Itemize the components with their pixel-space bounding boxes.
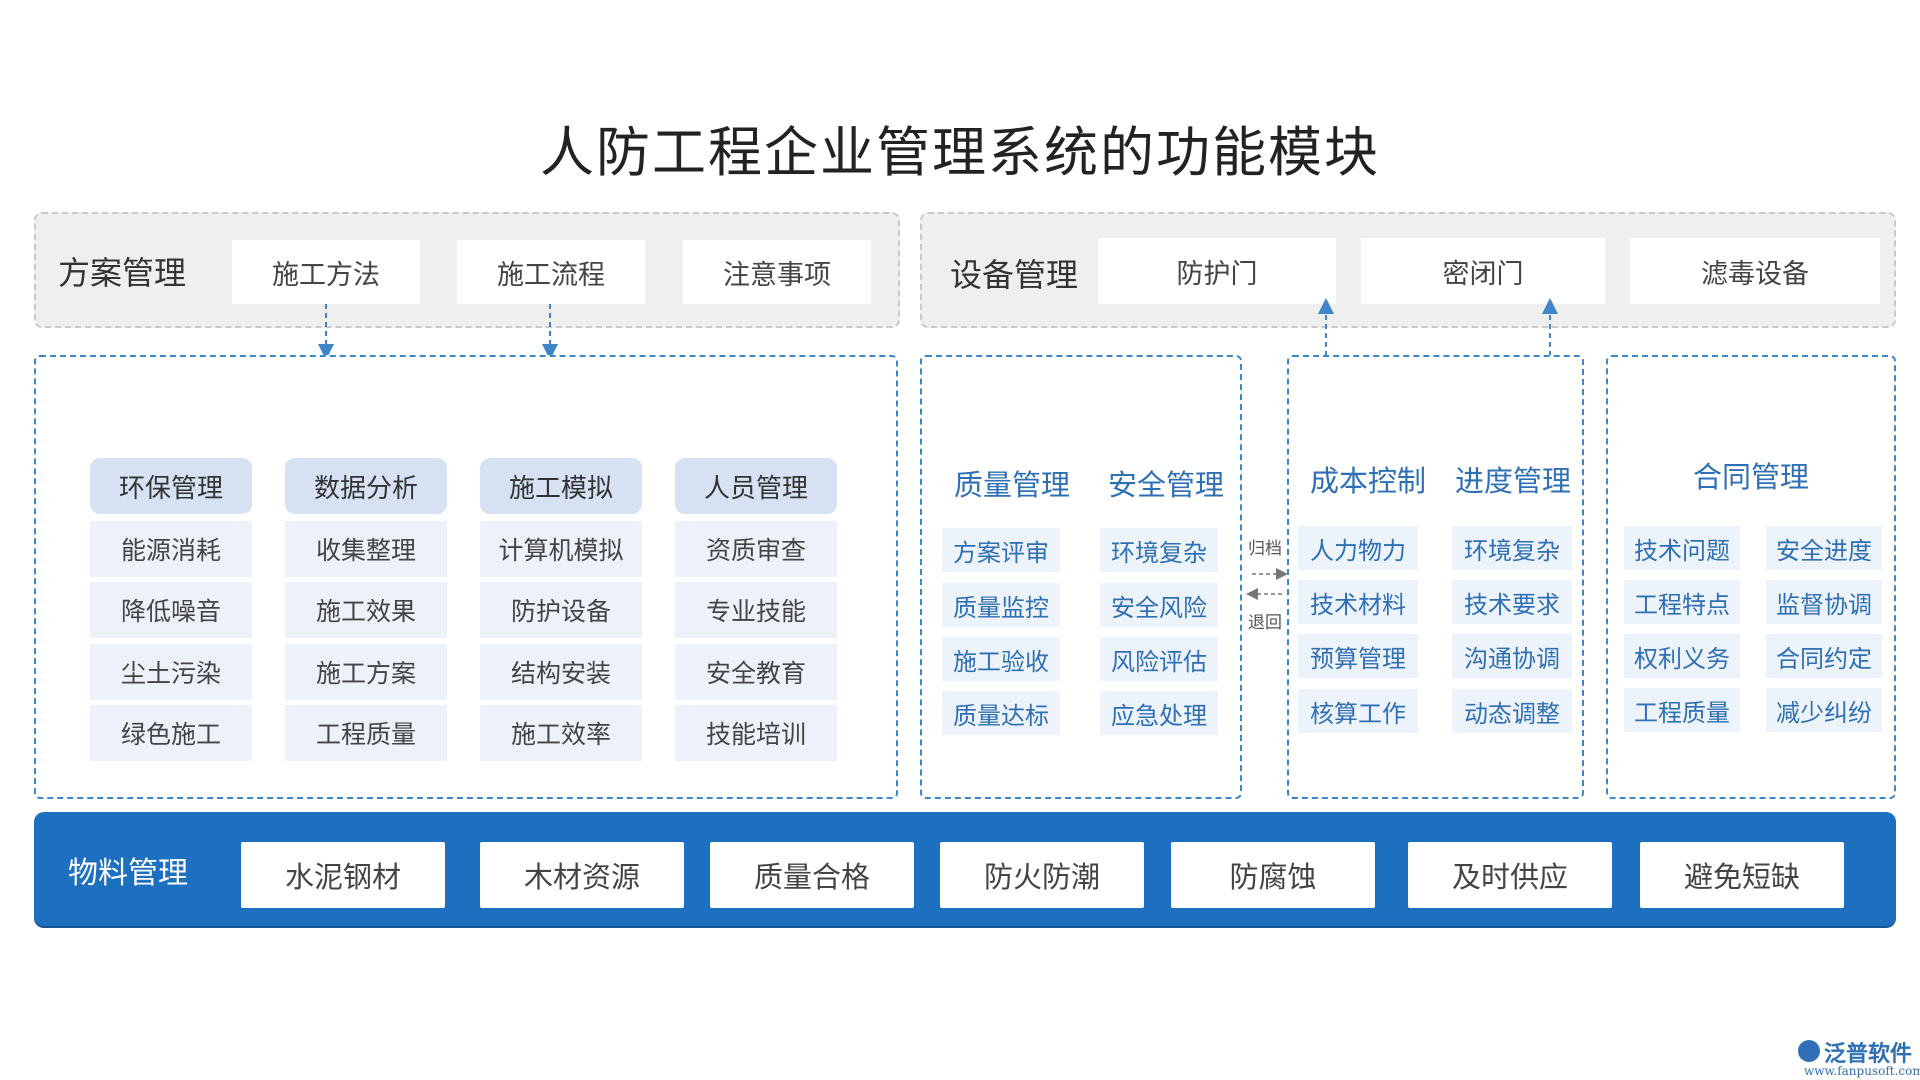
module-header: 人员管理	[675, 458, 837, 514]
archive-label: 归档	[1248, 539, 1282, 559]
contract-block	[1606, 355, 1896, 799]
module-item: 施工效果	[285, 582, 447, 638]
module-item: 防护设备	[480, 582, 642, 638]
sub-item: 安全风险	[1100, 583, 1218, 627]
quality-title: 质量管理	[953, 468, 1070, 502]
equipment-item: 滤毒设备	[1630, 238, 1880, 304]
contract-item: 合同约定	[1766, 634, 1882, 678]
contract-item: 技术问题	[1624, 526, 1740, 570]
page-title: 人防工程企业管理系统的功能模块	[540, 121, 1380, 184]
contract-item: 工程特点	[1624, 580, 1740, 624]
return-label: 退回	[1248, 613, 1282, 633]
sub-item: 核算工作	[1298, 689, 1418, 733]
module-item: 降低噪音	[90, 582, 252, 638]
logo-icon	[1798, 1040, 1820, 1062]
contract-item: 权利义务	[1624, 634, 1740, 678]
equipment-label: 设备管理	[950, 256, 1079, 294]
module-item: 工程质量	[285, 705, 447, 761]
module-item: 结构安装	[480, 644, 642, 700]
sub-item: 质量监控	[942, 583, 1060, 627]
material-item: 防火防潮	[940, 842, 1144, 908]
material-item: 避免短缺	[1640, 842, 1844, 908]
material-item: 木材资源	[480, 842, 684, 908]
module-item: 安全教育	[675, 644, 837, 700]
plan-item: 注意事项	[683, 240, 871, 304]
sub-item: 沟通协调	[1452, 634, 1572, 678]
sub-item: 应急处理	[1100, 691, 1218, 735]
logo-url: www.fanpusoft.com	[1804, 1064, 1920, 1078]
module-header: 数据分析	[285, 458, 447, 514]
module-item: 施工方案	[285, 644, 447, 700]
module-item: 技能培训	[675, 705, 837, 761]
module-item: 绿色施工	[90, 705, 252, 761]
contract-item: 监督协调	[1766, 580, 1882, 624]
module-header: 施工模拟	[480, 458, 642, 514]
sub-item: 方案评审	[942, 528, 1060, 572]
material-item: 质量合格	[710, 842, 914, 908]
logo: 泛普软件 www.fanpusoft.com	[1796, 1036, 1920, 1080]
module-item: 尘土污染	[90, 644, 252, 700]
module-header: 环保管理	[90, 458, 252, 514]
contract-item: 安全进度	[1766, 526, 1882, 570]
contract-item: 工程质量	[1624, 688, 1740, 732]
module-item: 计算机模拟	[480, 521, 642, 577]
module-item: 施工效率	[480, 705, 642, 761]
module-item: 能源消耗	[90, 521, 252, 577]
equipment-item: 防护门	[1098, 238, 1336, 304]
sub-item: 施工验收	[942, 637, 1060, 681]
sub-item: 风险评估	[1100, 637, 1218, 681]
safety-title: 安全管理	[1107, 468, 1224, 502]
sub-item: 环境复杂	[1452, 526, 1572, 570]
sub-item: 环境复杂	[1100, 528, 1218, 572]
cost-title: 成本控制	[1309, 464, 1426, 498]
contract-title: 合同管理	[1692, 460, 1809, 494]
logo-name: 泛普软件	[1824, 1041, 1913, 1067]
sub-item: 技术材料	[1298, 580, 1418, 624]
plan-item: 施工方法	[232, 240, 420, 304]
sub-item: 人力物力	[1298, 526, 1418, 570]
material-label: 物料管理	[68, 856, 188, 891]
material-item: 防腐蚀	[1171, 842, 1375, 908]
module-item: 专业技能	[675, 582, 837, 638]
sub-item: 动态调整	[1452, 689, 1572, 733]
equipment-item: 密闭门	[1361, 238, 1605, 304]
plan-label: 方案管理	[58, 254, 187, 292]
progress-title: 进度管理	[1454, 464, 1571, 498]
sub-item: 预算管理	[1298, 634, 1418, 678]
sub-item: 质量达标	[942, 691, 1060, 735]
plan-item: 施工流程	[457, 240, 645, 304]
material-item: 水泥钢材	[241, 842, 445, 908]
contract-item: 减少纠纷	[1766, 688, 1882, 732]
sub-item: 技术要求	[1452, 580, 1572, 624]
module-item: 收集整理	[285, 521, 447, 577]
material-item: 及时供应	[1408, 842, 1612, 908]
module-item: 资质审查	[675, 521, 837, 577]
